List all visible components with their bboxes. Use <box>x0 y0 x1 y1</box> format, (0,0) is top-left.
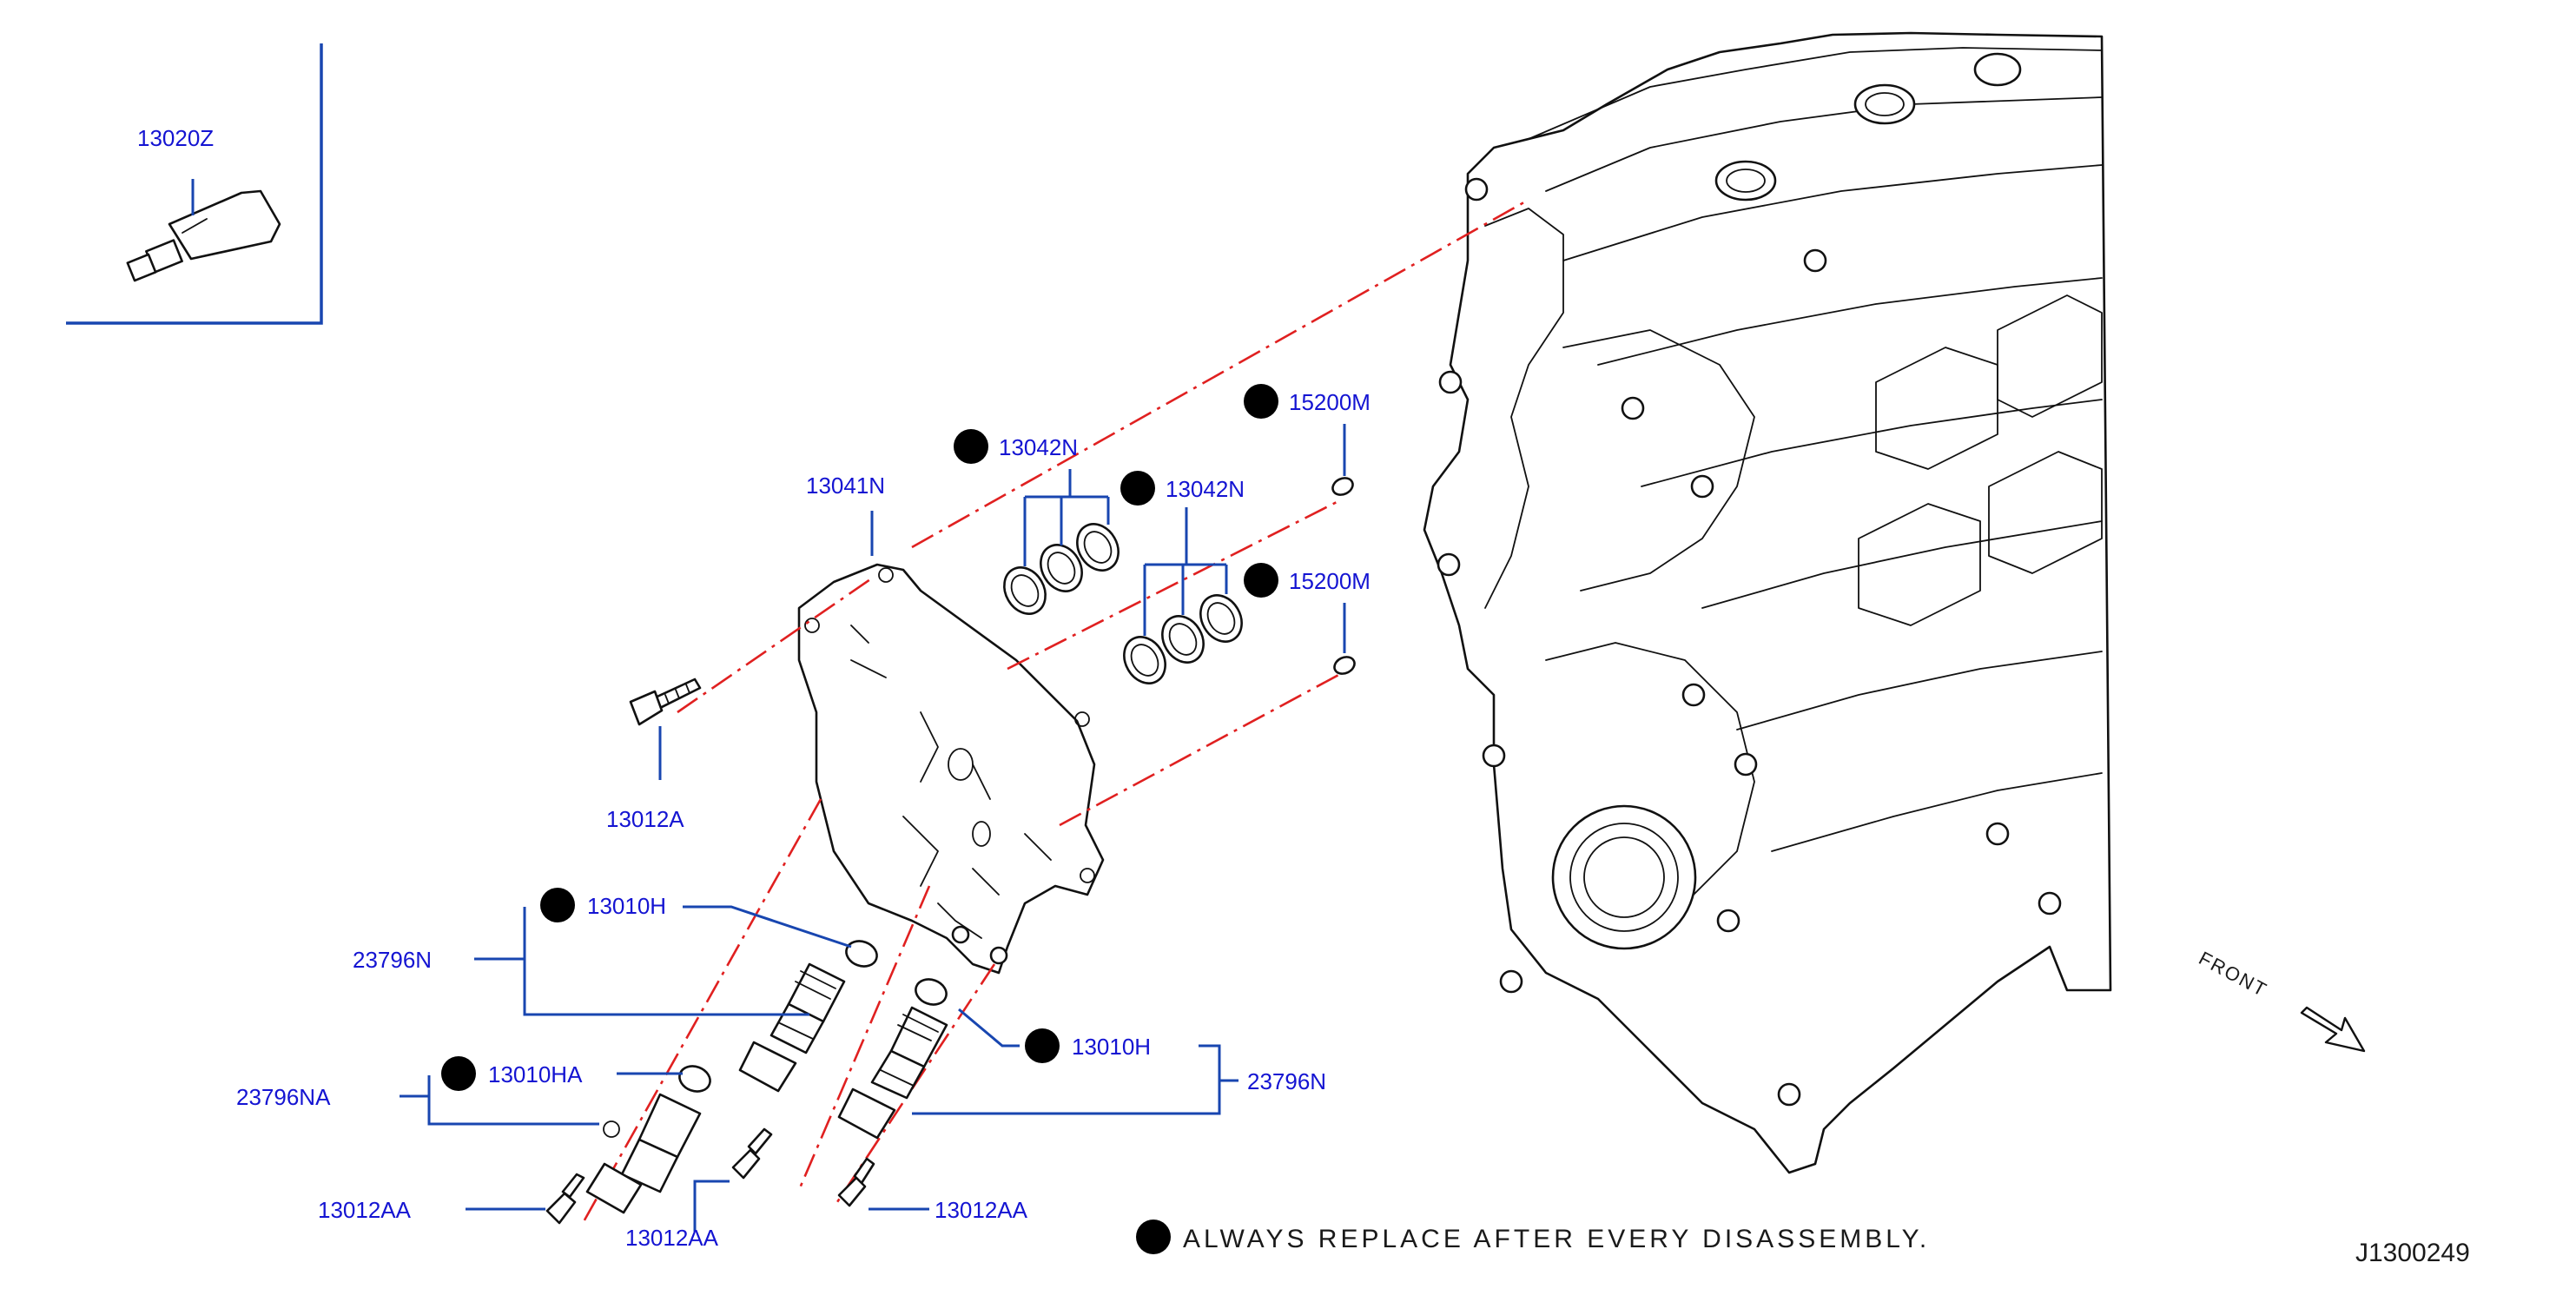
front-indicator: FRONT <box>2196 947 2366 1053</box>
label-13041N: 13041N <box>806 473 885 499</box>
bolts-13012AA <box>545 1127 875 1225</box>
label-13012AA-left: 13012AA <box>318 1197 412 1223</box>
solenoid-valve-right <box>837 1006 948 1140</box>
cover-bolts <box>1437 177 2062 1107</box>
label-15200M-upper: 15200M <box>1289 389 1371 415</box>
label-13042N-lower: 13042N <box>1166 476 1245 502</box>
x-circle-icon <box>1136 1220 1171 1254</box>
o-rings-lower <box>1123 594 1243 684</box>
solenoid-valve-left <box>738 962 846 1093</box>
label-23796N-left: 23796N <box>353 947 432 973</box>
label-23796NA: 23796NA <box>236 1084 331 1110</box>
o-rings-upper <box>1003 523 1120 615</box>
x-circle-icon <box>441 1056 476 1091</box>
engine-block <box>1423 31 2112 1174</box>
sealant-tube-icon <box>126 189 281 282</box>
x-circle-icon <box>1120 471 1155 506</box>
x-circle-icon <box>1025 1028 1060 1063</box>
valve-timing-cover <box>797 563 1105 975</box>
x-circle-icon <box>954 429 988 464</box>
label-13042N-upper: 13042N <box>999 434 1078 460</box>
label-13010H-left: 13010H <box>587 893 666 919</box>
label-13012AA-right: 13012AA <box>935 1197 1028 1223</box>
x-circle-icon <box>540 888 575 922</box>
diagram-code: J1300249 <box>2355 1239 2470 1267</box>
label-13020Z: 13020Z <box>137 125 214 151</box>
sealant-inset: 13020Z <box>66 43 323 325</box>
o-rings-15200M <box>1331 477 1356 675</box>
label-15200M-lower: 15200M <box>1289 568 1371 594</box>
solenoid-valve-13010HA <box>585 1093 702 1214</box>
arrow-down-right-icon <box>2300 1006 2366 1053</box>
seals-13010H <box>678 940 948 1093</box>
front-label: FRONT <box>2196 947 2271 1001</box>
x-circle-icon <box>1244 384 1278 419</box>
leader-lines <box>400 424 1346 1232</box>
x-circle-icon <box>1244 563 1278 598</box>
label-13012A: 13012A <box>606 806 684 832</box>
label-13012AA-center: 13012AA <box>625 1225 719 1251</box>
replace-note: ALWAYS REPLACE AFTER EVERY DISASSEMBLY. <box>1183 1225 1930 1253</box>
bolt-13012A <box>629 678 702 726</box>
label-23796N-right: 23796N <box>1247 1068 1326 1094</box>
label-13010H-right: 13010H <box>1072 1034 1151 1060</box>
label-13010HA: 13010HA <box>488 1061 583 1087</box>
